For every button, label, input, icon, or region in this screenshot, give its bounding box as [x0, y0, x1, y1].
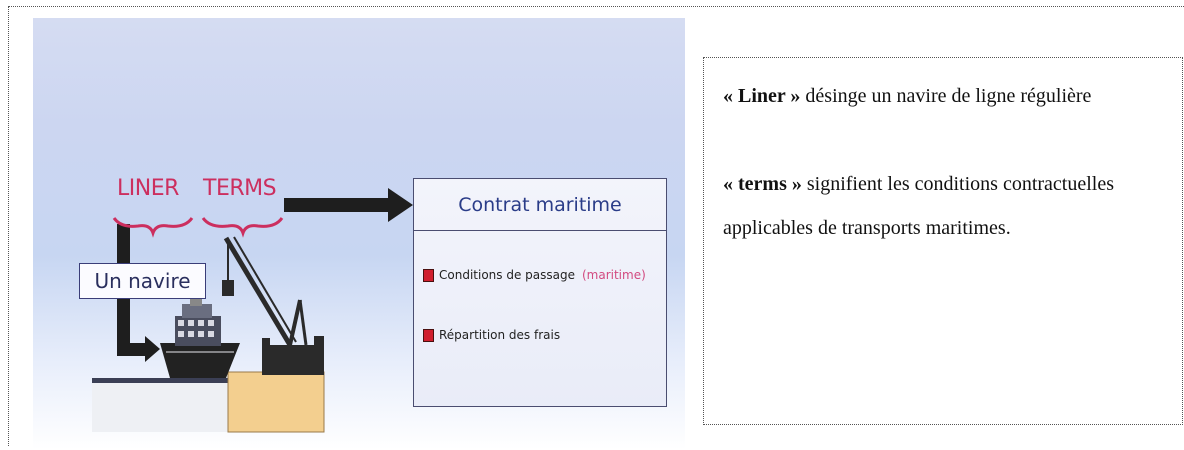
- red-square-icon: [423, 328, 434, 342]
- contract-box: Contrat maritime Conditions de passage (…: [413, 178, 667, 407]
- contract-item-text: Répartition des frais: [439, 328, 561, 342]
- contract-item-note: (maritime): [581, 268, 646, 282]
- terms-term: « terms »: [723, 173, 802, 195]
- liner-brace: [112, 217, 194, 238]
- ship-icon: [160, 296, 240, 378]
- liner-label: LINER: [117, 176, 179, 201]
- contract-item: Répartition des frais: [423, 328, 560, 342]
- contract-item: Conditions de passage (maritime): [423, 268, 646, 282]
- terms-to-contract-arrow: [284, 188, 413, 222]
- terms-label: TERMS: [203, 176, 277, 201]
- dock-edge: [92, 378, 322, 383]
- outer-frame: [8, 6, 1184, 446]
- red-square-icon: [423, 268, 434, 282]
- un-navire-box: Un navire: [79, 263, 206, 299]
- liner-definition: « Liner » désinge un navire de ligne rég…: [723, 74, 1162, 118]
- liner-term: « Liner »: [723, 85, 801, 107]
- terms-definition: « terms » signifient les conditions cont…: [723, 162, 1162, 250]
- terms-def-text: signifient les conditions contractuelles…: [723, 173, 1115, 239]
- quay-block: [227, 371, 325, 433]
- contract-title: Contrat maritime: [414, 179, 666, 231]
- terms-brace: [201, 217, 284, 238]
- liner-def-text: désinge un navire de ligne régulière: [800, 85, 1092, 107]
- contract-item-text: Conditions de passage: [439, 268, 575, 282]
- crane: [222, 236, 324, 375]
- definition-textbox: « Liner » désinge un navire de ligne rég…: [703, 57, 1183, 425]
